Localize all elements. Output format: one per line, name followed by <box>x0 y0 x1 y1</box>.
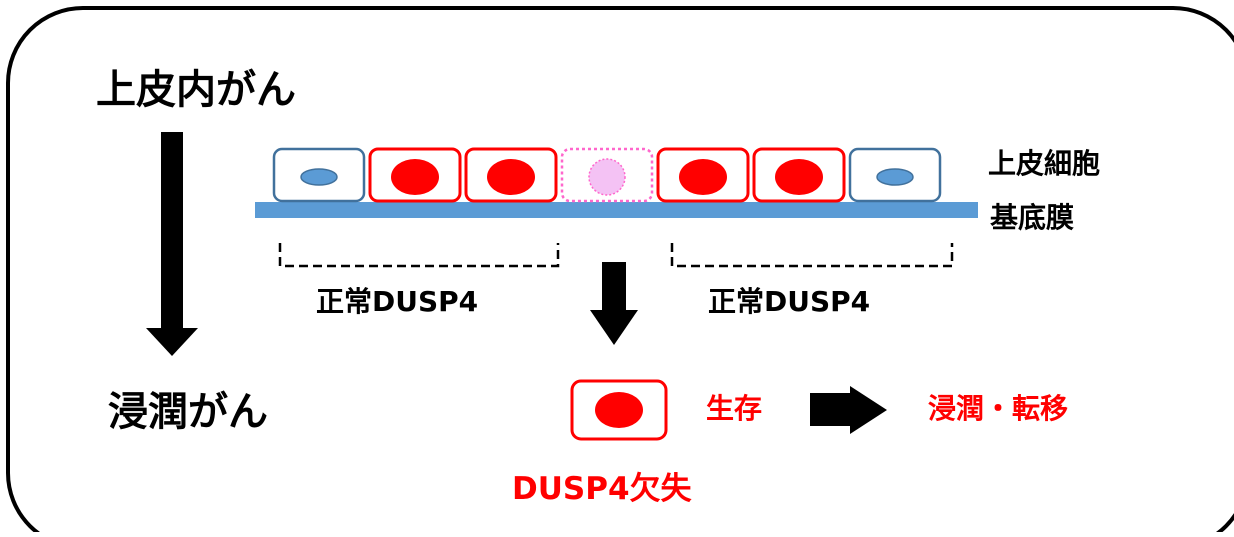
progression-right-arrow <box>810 386 887 434</box>
dusp4-loss-label: DUSP4欠失 <box>512 471 692 507</box>
left-region-label: 正常DUSP4 <box>316 285 479 318</box>
cell-cancer <box>752 147 846 203</box>
cell-nucleus <box>775 159 823 195</box>
cell-nucleus <box>679 159 727 195</box>
cell-cancer <box>464 147 558 203</box>
right-bracket <box>670 243 954 268</box>
basement-membrane <box>255 202 978 218</box>
stage-bottom-label: 浸潤がん <box>108 389 268 435</box>
cell-cancer <box>656 147 750 203</box>
epithelium-label: 上皮細胞 <box>988 147 1101 180</box>
stage-top-label: 上皮内がん <box>96 67 296 113</box>
cell-nucleus <box>487 159 535 195</box>
cell-nucleus <box>588 158 626 196</box>
loss-arrow <box>590 262 638 345</box>
invasion-label: 浸潤・転移 <box>928 392 1069 425</box>
cell-row <box>272 147 942 203</box>
frame <box>6 6 1234 537</box>
cell-normal <box>848 147 942 203</box>
right-region-label: 正常DUSP4 <box>708 285 871 318</box>
basement-membrane-label: 基底膜 <box>990 201 1075 234</box>
cell-nucleus <box>391 159 439 195</box>
cell-cancer <box>368 147 462 203</box>
left-bracket <box>278 243 560 268</box>
cell-nucleus <box>300 168 338 186</box>
cell-nucleus <box>876 168 914 186</box>
cell-normal <box>272 147 366 203</box>
cell-lost <box>560 147 654 203</box>
progression-arrow <box>146 132 198 356</box>
surviving-cell <box>570 379 668 441</box>
survival-label: 生存 <box>706 392 763 425</box>
